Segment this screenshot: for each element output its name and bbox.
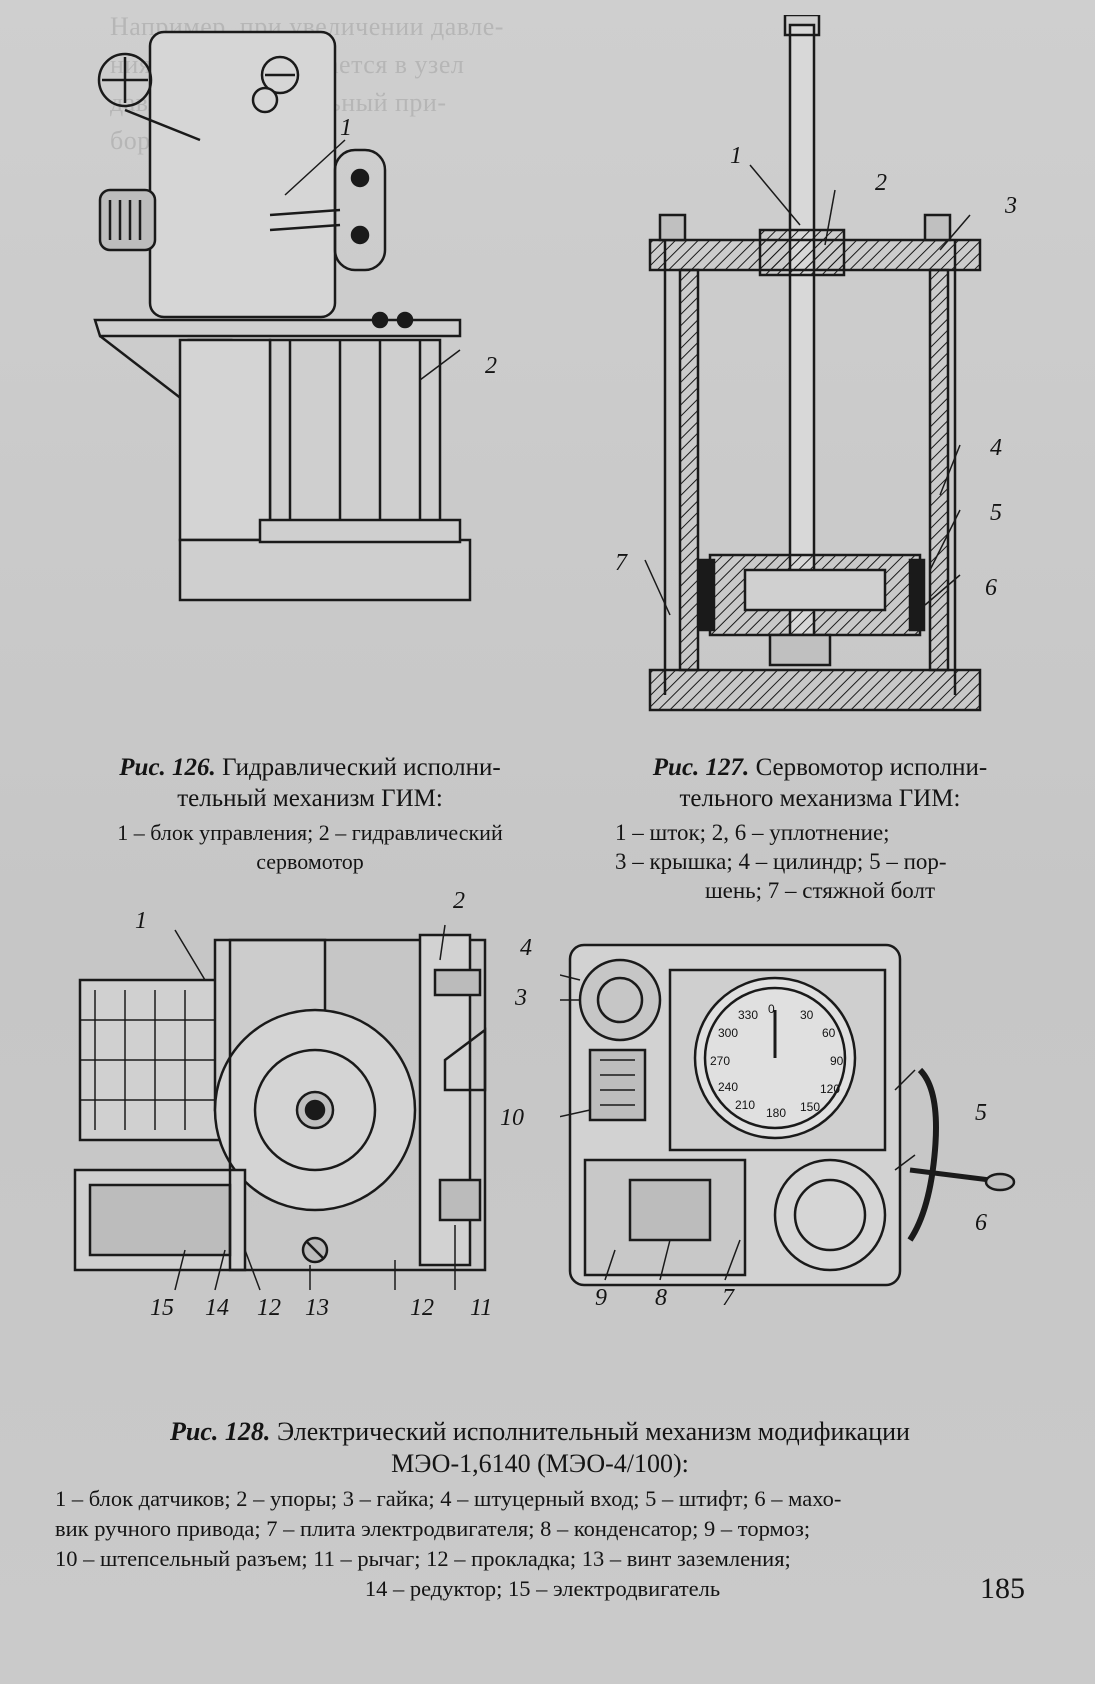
dial-number-240: 240 bbox=[718, 1080, 739, 1094]
figure-128-right-drawing: 0 30 60 90 120 150 180 210 240 270 300 3… bbox=[500, 935, 1030, 1340]
dial-number-270: 270 bbox=[710, 1054, 731, 1068]
callout-4: 4 bbox=[990, 435, 1002, 461]
figure-126-legend: 1 – блок управления; 2 – гидравлический … bbox=[117, 820, 503, 874]
callout-1: 1 bbox=[340, 115, 352, 141]
dial-number-0: 0 bbox=[768, 1002, 775, 1016]
callout-3: 3 bbox=[515, 985, 527, 1011]
callout-10: 10 bbox=[500, 1105, 524, 1131]
dial-number-90: 90 bbox=[830, 1054, 844, 1068]
callout-6: 6 bbox=[985, 575, 997, 601]
page-number: 185 bbox=[980, 1572, 1025, 1605]
callout-5: 5 bbox=[975, 1100, 987, 1126]
callout-1: 1 bbox=[730, 143, 742, 169]
callout-13: 13 bbox=[305, 1295, 329, 1321]
callout-2: 2 bbox=[875, 170, 887, 196]
figure-128-left-drawing: 1 2 15 14 12 13 12 11 bbox=[65, 888, 565, 1321]
callout-15: 15 bbox=[150, 1295, 174, 1321]
callout-1: 1 bbox=[135, 908, 147, 934]
callout-12: 12 bbox=[257, 1295, 281, 1321]
dial-number-150: 150 bbox=[800, 1100, 821, 1114]
callout-12-right: 12 bbox=[410, 1295, 434, 1321]
callout-5: 5 bbox=[990, 500, 1002, 526]
figure-128-legend: 1 – блок датчиков; 2 – упоры; 3 – гайка;… bbox=[55, 1486, 842, 1601]
dial-number-330: 330 bbox=[738, 1008, 759, 1022]
figure-127-legend: 1 – шток; 2, 6 – уплотнение; 3 – крышка;… bbox=[615, 820, 947, 903]
callout-7: 7 bbox=[722, 1285, 734, 1311]
figure-126-drawing: 1 2 bbox=[40, 20, 540, 640]
callout-6: 6 bbox=[975, 1210, 987, 1236]
callout-7: 7 bbox=[615, 550, 627, 576]
callout-3: 3 bbox=[1005, 193, 1017, 219]
figure-127-caption: Рис. 127. Сервомотор исполни- тельного м… bbox=[652, 754, 988, 812]
figure-126-caption: Рис. 126. Гидравлический исполни- тельны… bbox=[119, 754, 501, 812]
callout-8: 8 bbox=[655, 1285, 667, 1311]
callout-2: 2 bbox=[453, 888, 465, 914]
dial-number-210: 210 bbox=[735, 1098, 756, 1112]
dial-number-180: 180 bbox=[766, 1106, 787, 1120]
dial-number-60: 60 bbox=[822, 1026, 836, 1040]
dial-number-300: 300 bbox=[718, 1026, 739, 1040]
dial-number-30: 30 bbox=[800, 1008, 814, 1022]
callout-4: 4 bbox=[520, 935, 532, 961]
callout-14: 14 bbox=[205, 1295, 229, 1321]
callout-2: 2 bbox=[485, 353, 497, 379]
dial-number-120: 120 bbox=[820, 1082, 841, 1096]
figure-127-drawing: 1 2 3 4 5 6 7 bbox=[615, 15, 1017, 715]
callout-11: 11 bbox=[470, 1295, 493, 1321]
figure-128-caption: Рис. 128. Электрический исполнительный м… bbox=[170, 1417, 910, 1478]
callout-9: 9 bbox=[595, 1285, 607, 1311]
